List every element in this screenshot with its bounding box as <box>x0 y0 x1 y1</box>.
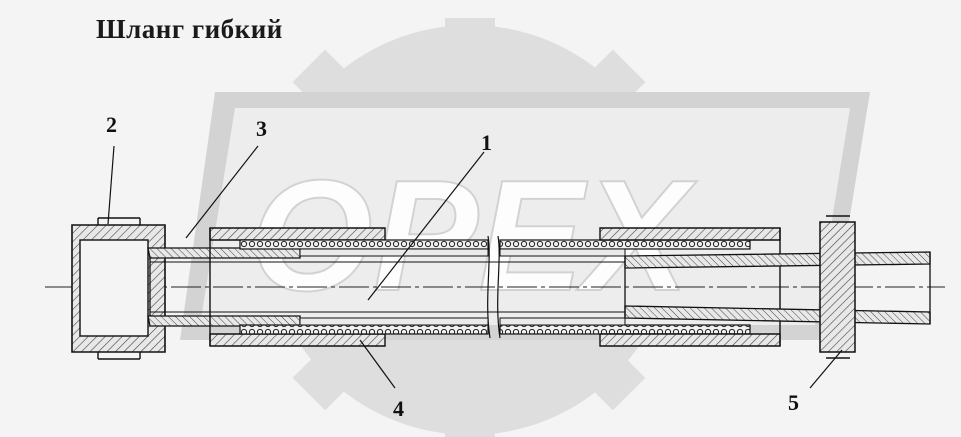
hose-left <box>239 239 489 335</box>
callout-2: 2 <box>106 112 117 137</box>
callout-5: 5 <box>788 390 799 415</box>
right-ferrule <box>599 227 781 347</box>
callout-4: 4 <box>393 396 404 421</box>
break-marks <box>487 235 501 339</box>
callout-3: 3 <box>256 116 267 141</box>
tube-bore <box>150 261 625 313</box>
leader-lines <box>107 145 843 389</box>
hose-right <box>499 239 751 335</box>
left-nut <box>71 217 166 360</box>
diagram-title: Шланг гибкий <box>96 14 283 44</box>
callout-1: 1 <box>481 130 492 155</box>
right-nipple <box>624 215 931 359</box>
left-nipple <box>147 247 301 327</box>
